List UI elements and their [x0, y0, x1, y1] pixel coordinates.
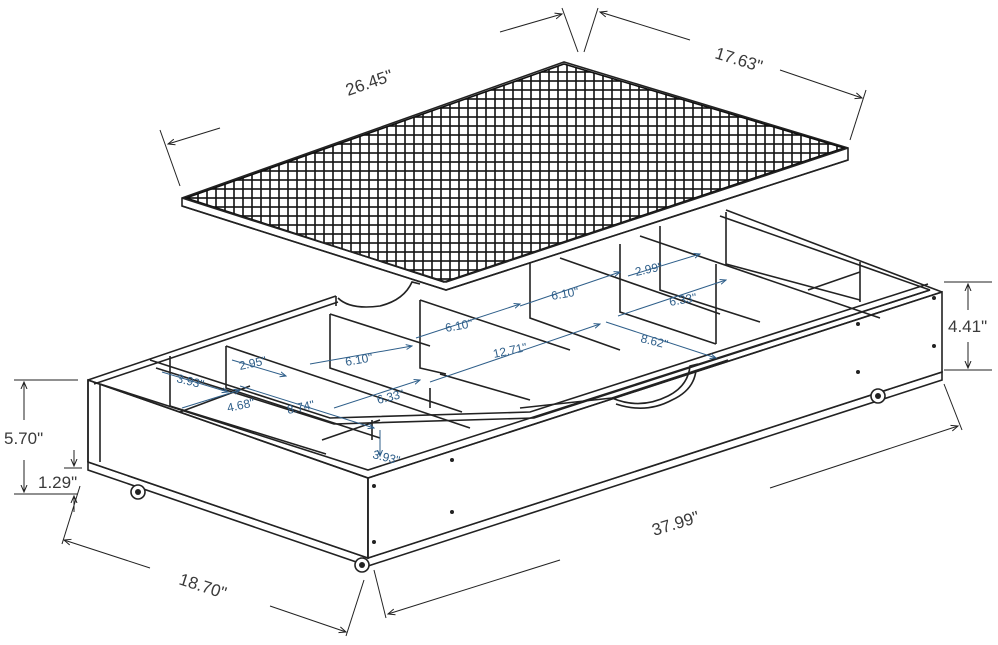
- overall-width-label: 18.70": [177, 570, 229, 603]
- wheel-clearance-label: 1.29": [38, 473, 77, 492]
- grid-lid: [181, 61, 849, 291]
- compartment-label-3: 6.33": [668, 290, 698, 309]
- lid-length-label: 26.45": [343, 66, 395, 100]
- compartment-label-5: 12.71": [492, 340, 528, 361]
- compartment-dimension-lines: [161, 254, 726, 456]
- overall-length-label: 37.99": [650, 507, 702, 539]
- dimension-lines: [14, 7, 992, 637]
- compartment-label-8: 2.95": [238, 353, 268, 372]
- compartment-label-1: 2.99": [634, 259, 664, 278]
- compartment-label-13: 3.93": [371, 447, 401, 467]
- compartment-label-2: 6.10": [550, 284, 580, 303]
- compartment-label-6: 8.62": [639, 331, 669, 351]
- compartment-label-4: 6.10": [444, 316, 474, 335]
- compartment-label-7: 6.10": [344, 350, 374, 369]
- screw-holes: [372, 296, 936, 544]
- overall-height-label: 5.70": [4, 429, 43, 448]
- lid-width-label: 17.63": [713, 44, 765, 76]
- compartment-label-11: 8.74": [286, 397, 316, 416]
- side-height-label: 4.41": [948, 317, 987, 336]
- wheels: [130, 388, 886, 573]
- compartment-label-12: 6.33": [375, 387, 405, 407]
- compartment-label-10: 4.68": [226, 395, 256, 414]
- compartment-labels: 2.99" 6.10" 6.33" 6.10" 12.71" 8.62" 6.1…: [175, 259, 697, 467]
- compartment-label-9: 3.93": [175, 371, 205, 391]
- drawer-body: [87, 209, 943, 567]
